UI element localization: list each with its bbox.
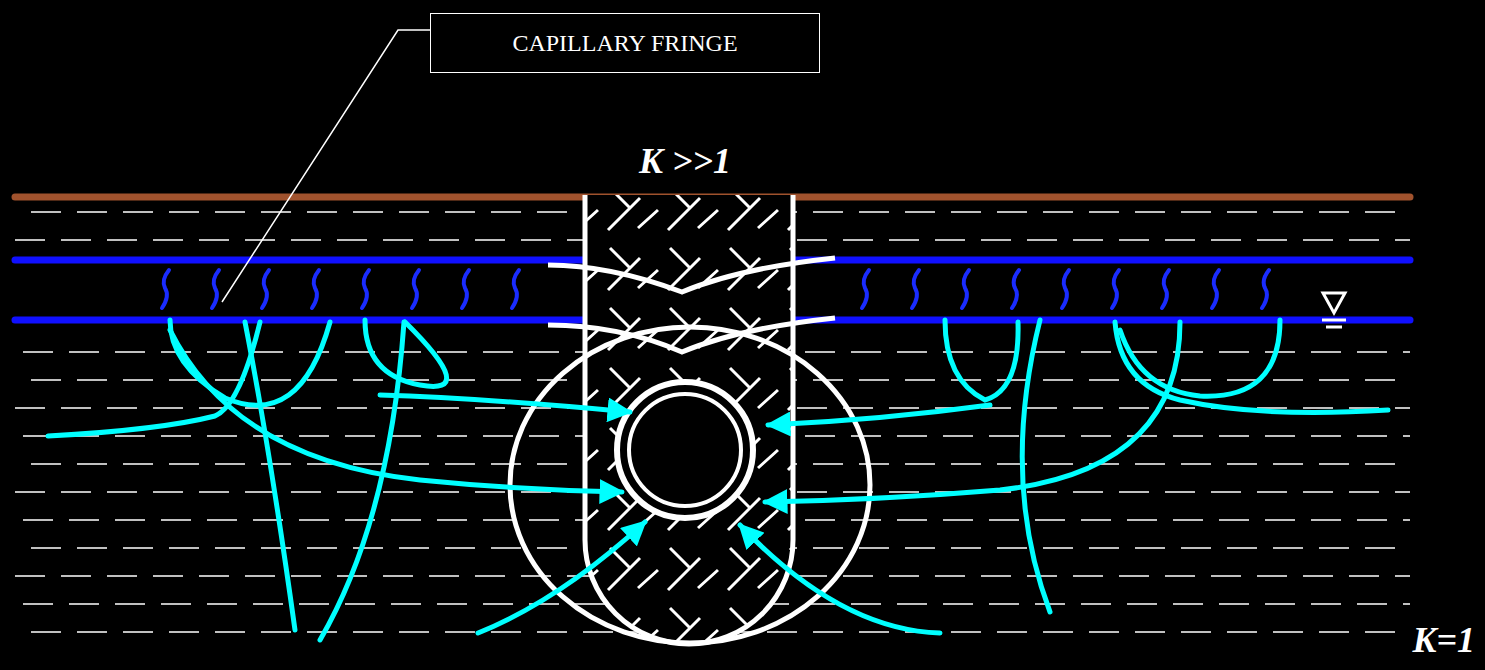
conductivity-label: K >>1	[639, 143, 731, 179]
callout-text: CAPILLARY FRINGE	[512, 30, 737, 57]
conductivity-label: K=1	[1412, 622, 1475, 658]
callout-box: CAPILLARY FRINGE	[430, 13, 820, 73]
